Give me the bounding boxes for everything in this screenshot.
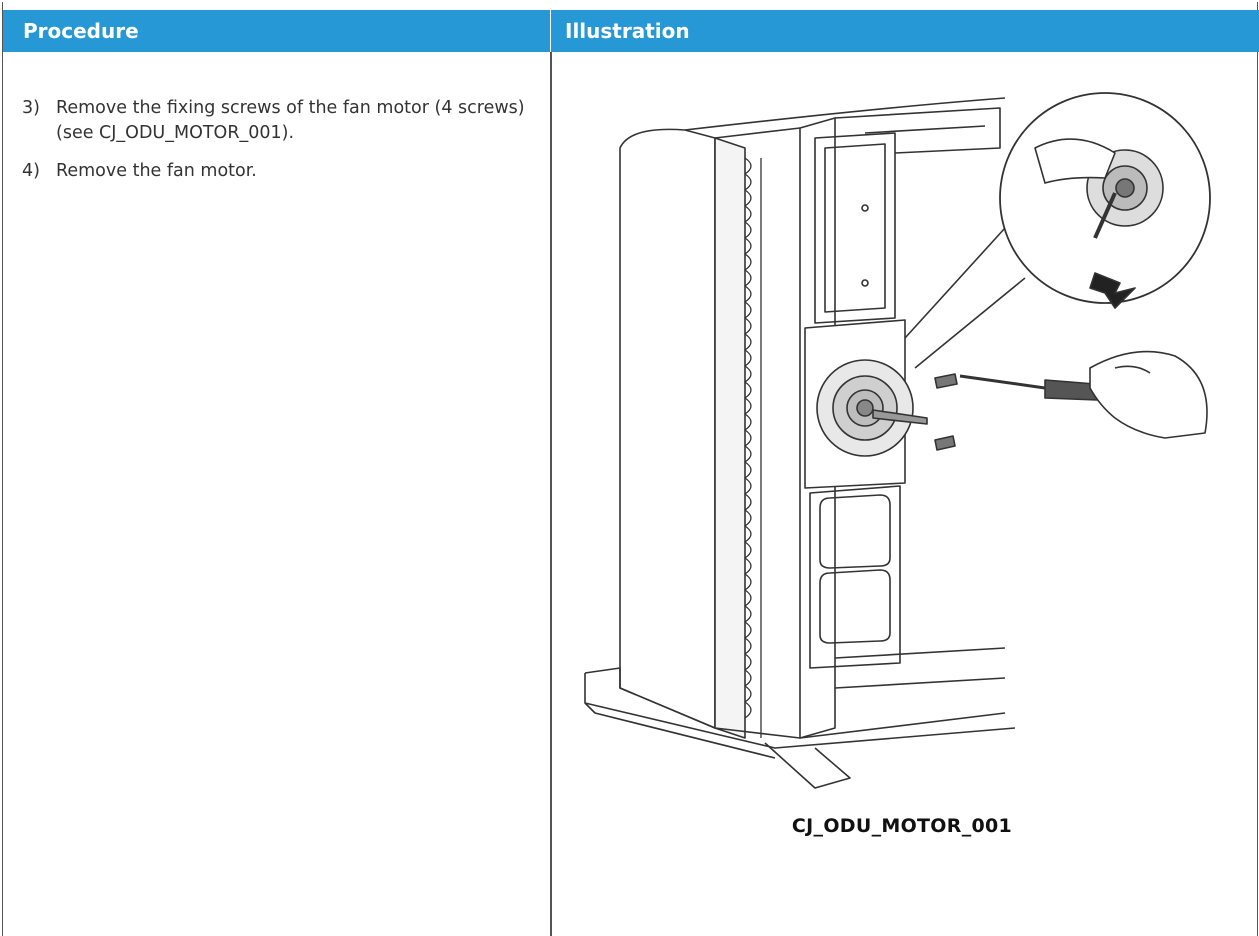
step-number: 3) — [22, 98, 40, 118]
step-number: 4) — [22, 161, 40, 181]
list-item: 4) Remove the fan motor. — [22, 159, 532, 184]
screws — [934, 373, 958, 451]
fan-motor — [816, 359, 928, 457]
step-text: Remove the fixing screws of the fan moto… — [56, 98, 525, 143]
fan-motor-removal-illustration — [584, 92, 1211, 789]
illustration-caption: CJ_ODU_MOTOR_001 — [791, 815, 1013, 837]
illustration-header: Illustration — [551, 10, 1259, 52]
unit-base — [584, 647, 1016, 789]
column-divider — [550, 52, 552, 936]
unit-side-panel — [619, 97, 1006, 739]
zoom-callout — [904, 92, 1211, 369]
procedure-header: Procedure — [3, 10, 550, 52]
procedure-steps: 3) Remove the fixing screws of the fan m… — [22, 96, 532, 197]
step-text: Remove the fan motor. — [56, 161, 257, 181]
heat-exchanger-coil — [744, 157, 762, 738]
list-item: 3) Remove the fixing screws of the fan m… — [22, 96, 532, 146]
screwdriver-and-hand — [959, 350, 1208, 439]
